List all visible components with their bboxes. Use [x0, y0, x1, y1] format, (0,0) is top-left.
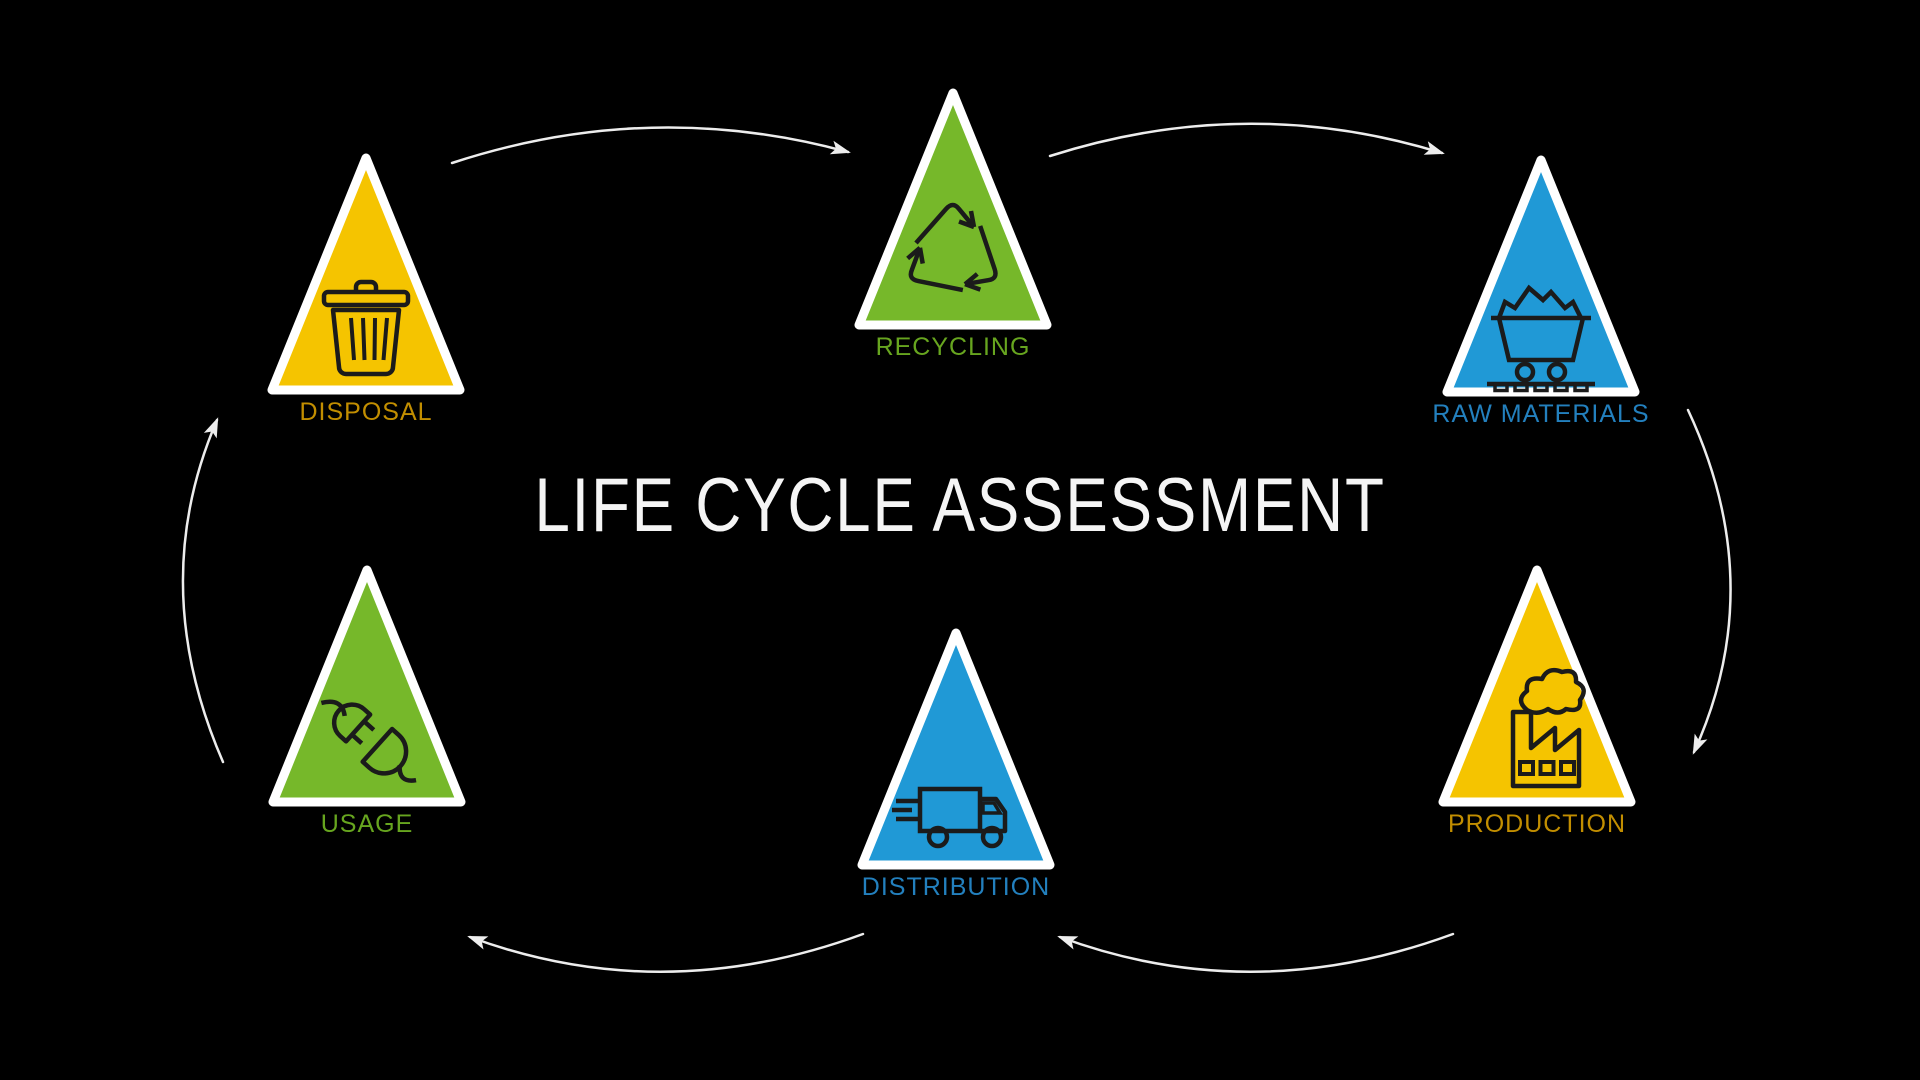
- power-plug-icon: [320, 699, 417, 783]
- arrow-distribution-to-usage: [467, 932, 865, 973]
- stage-label-production: PRODUCTION: [1447, 810, 1627, 838]
- stage-label-usage: USAGE: [320, 810, 414, 838]
- triangle-disposal: [267, 153, 465, 395]
- stage-label-recycling: RECYCLING: [875, 333, 1031, 361]
- triangle-recycling: [854, 88, 1052, 330]
- triangle-production: [1438, 565, 1636, 807]
- stage-label-raw-materials: RAW MATERIALS: [1432, 400, 1650, 428]
- factory-icon: [1510, 667, 1586, 789]
- stage-label-disposal: DISPOSAL: [299, 398, 433, 426]
- triangle-usage: [268, 565, 466, 807]
- stage-production: PRODUCTION: [1437, 564, 1637, 839]
- arrow-disposal-to-recycling: [450, 126, 851, 165]
- arrow-usage-to-disposal: [181, 417, 225, 764]
- delivery-truck-icon: [892, 786, 1008, 849]
- mine-cart-icon: [1487, 284, 1595, 393]
- stage-raw-materials: RAW MATERIALS: [1432, 154, 1649, 429]
- arrow-recycling-to-raw-materials: [1048, 122, 1445, 158]
- stage-recycling: RECYCLING: [853, 87, 1053, 362]
- triangle-raw-materials: [1442, 155, 1640, 397]
- arrow-production-to-distribution: [1057, 932, 1455, 973]
- stage-disposal: DISPOSAL: [266, 152, 466, 427]
- trash-can-icon: [321, 279, 411, 377]
- stage-label-distribution: DISTRIBUTION: [861, 873, 1051, 901]
- arrow-raw-materials-to-production: [1686, 408, 1732, 755]
- stage-usage: USAGE: [267, 564, 467, 839]
- diagram-title: LIFE CYCLE ASSESSMENT: [534, 463, 1386, 548]
- stage-distribution: DISTRIBUTION: [856, 627, 1056, 902]
